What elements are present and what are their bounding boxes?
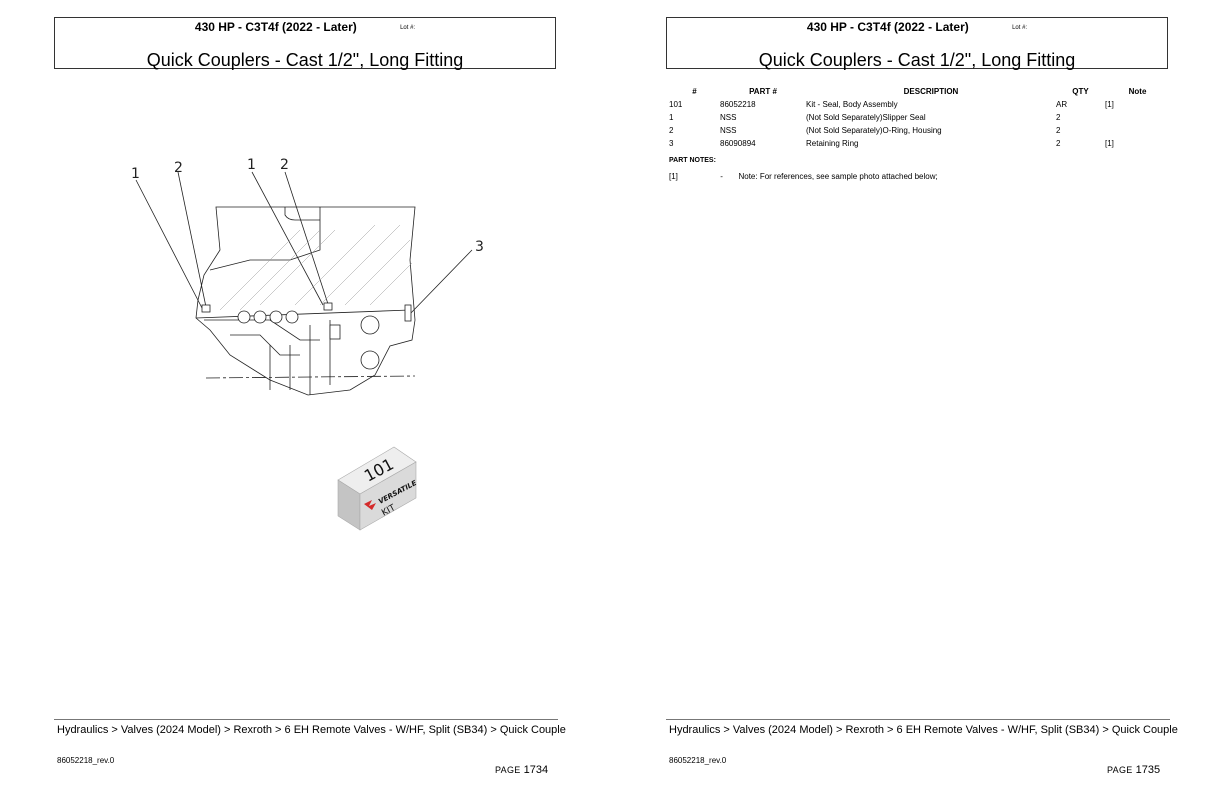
callout-1: 1 <box>131 166 140 182</box>
versatile-logo-icon <box>364 500 376 510</box>
note-ref: [1] <box>669 172 678 181</box>
model-line: 430 HP - C3T4f (2022 - Later) Lot #: <box>55 20 555 34</box>
table-row: 2 NSS (Not Sold Separately)O-Ring, Housi… <box>666 124 1170 137</box>
page-header: 430 HP - C3T4f (2022 - Later) Lot #: Qui… <box>54 17 556 70</box>
page-left: 430 HP - C3T4f (2022 - Later) Lot #: Qui… <box>54 17 566 776</box>
parts-table: # PART # DESCRIPTION QTY Note 101 860522… <box>666 87 1170 150</box>
page-number-value: 1734 <box>523 764 549 776</box>
page-number: PAGE 1735 <box>1107 764 1160 776</box>
col-qty: QTY <box>1072 87 1089 96</box>
model-line: 430 HP - C3T4f (2022 - Later) Lot #: <box>667 20 1167 34</box>
lot-label: Lot #: <box>400 25 416 31</box>
page-right: 430 HP - C3T4f (2022 - Later) Lot #: Qui… <box>612 0 1224 792</box>
col-part: PART # <box>749 87 777 96</box>
table-row: 101 86052218 Kit - Seal, Body Assembly A… <box>666 98 1170 111</box>
page-title: Quick Couplers - Cast 1/2", Long Fitting <box>758 50 1076 70</box>
model-name: 430 HP - C3T4f (2022 - Later) <box>806 20 969 34</box>
callout-2: 2 <box>174 160 183 176</box>
row-description: Retaining Ring <box>806 139 859 148</box>
note-dash: - <box>720 172 723 181</box>
col-num: # <box>692 87 697 96</box>
col-description: DESCRIPTION <box>903 87 959 96</box>
table-row: 1 NSS (Not Sold Separately)Slipper Seal … <box>666 111 1170 124</box>
row-qty: 2 <box>1056 126 1061 135</box>
table-row: 3 86090894 Retaining Ring 2 [1] <box>666 137 1170 150</box>
row-num: 1 <box>669 113 674 122</box>
row-note: [1] <box>1105 100 1114 109</box>
breadcrumb: Hydraulics > Valves (2024 Model) > Rexro… <box>57 724 566 736</box>
exploded-diagram: 1 2 1 2 3 <box>131 157 484 396</box>
callout-1b: 1 <box>247 157 256 173</box>
page-number: PAGE 1734 <box>495 764 548 776</box>
callout-3: 3 <box>475 239 484 255</box>
kit-box-image: 101 VERSATILE KIT <box>337 446 418 531</box>
page-number-value: 1735 <box>1135 764 1161 776</box>
row-part: NSS <box>720 126 737 135</box>
part-notes-heading: PART NOTES: <box>669 157 716 164</box>
row-qty: 2 <box>1056 139 1061 148</box>
row-description: (Not Sold Separately)Slipper Seal <box>806 113 926 122</box>
breadcrumb: Hydraulics > Valves (2024 Model) > Rexro… <box>669 724 1178 736</box>
col-note: Note <box>1128 87 1147 96</box>
lot-label: Lot #: <box>1012 25 1028 31</box>
row-num: 101 <box>669 100 683 109</box>
row-description: (Not Sold Separately)O-Ring, Housing <box>806 126 942 135</box>
row-description: Kit - Seal, Body Assembly <box>806 100 898 109</box>
footer-rule <box>54 719 558 720</box>
row-note: [1] <box>1105 139 1114 148</box>
page-label: PAGE <box>1107 765 1133 775</box>
row-part: 86090894 <box>720 139 756 148</box>
page-header: 430 HP - C3T4f (2022 - Later) Lot #: Qui… <box>666 17 1168 70</box>
row-part: NSS <box>720 113 737 122</box>
row-note <box>1105 124 1170 137</box>
row-qty: AR <box>1056 100 1068 109</box>
part-note: [1] - Note: For references, see sample p… <box>669 172 938 181</box>
table-header-row: # PART # DESCRIPTION QTY Note <box>666 87 1170 98</box>
row-part: 86052218 <box>720 100 756 109</box>
doc-id: 86052218_rev.0 <box>57 756 115 765</box>
row-note <box>1105 111 1170 124</box>
row-num: 2 <box>669 126 674 135</box>
row-num: 3 <box>669 139 674 148</box>
page-label: PAGE <box>495 765 521 775</box>
doc-id: 86052218_rev.0 <box>669 756 727 765</box>
model-name: 430 HP - C3T4f (2022 - Later) <box>194 20 357 34</box>
footer-rule <box>666 719 1170 720</box>
callout-2b: 2 <box>280 157 289 173</box>
row-qty: 2 <box>1056 113 1061 122</box>
note-text: Note: For references, see sample photo a… <box>738 172 938 181</box>
page-title: Quick Couplers - Cast 1/2", Long Fitting <box>146 50 464 70</box>
